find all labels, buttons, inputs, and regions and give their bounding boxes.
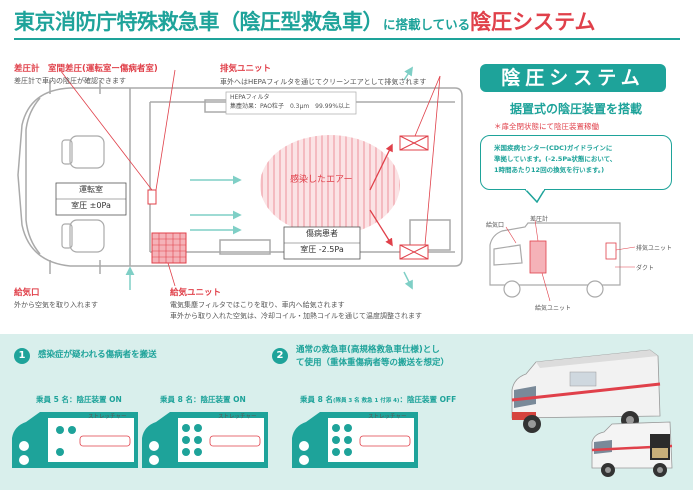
step-2-text-line2: て使用（重体重傷病者等の搬送を想定）: [296, 358, 450, 368]
ambulance-side-view: [489, 219, 636, 302]
case-1-vehicle: [12, 412, 138, 468]
hepa-line2: 集塵効果：PAO粒子 0.3μm 99.99%以上: [230, 103, 351, 110]
driver-room-label: 運転室: [79, 185, 103, 194]
panel-note: ＊扉全閉状態にて陰圧装置稼働: [494, 122, 599, 131]
exhaust-unit-bottom: [399, 244, 429, 260]
case-2-vehicle: [142, 412, 268, 468]
cdc-bubble-text: 米国疾病センター(CDC)ガイドラインに 準拠しています。(-2.5Pa状態にお…: [494, 144, 617, 174]
case-2-stretcher: ストレッチャー: [218, 414, 257, 420]
exhaust-arrows: [369, 143, 393, 247]
label-intake: 給気口: [14, 288, 40, 298]
panel-title: 陰圧システム: [480, 64, 666, 92]
title-main: 東京消防庁特殊救急車（陰圧型救急車）: [14, 10, 384, 34]
desc-pressure-diff: 差圧計で車内の陰圧が確認できます: [14, 77, 126, 85]
title-rule: [14, 38, 680, 40]
desc-supply-2: 車外から取り入れた空気は、冷却コイル・加熱コイルを通じて温度調整されます: [170, 312, 422, 320]
airflow-arrows: [125, 66, 413, 290]
side-gauge-label: 差圧計: [530, 216, 549, 223]
leader-lines: [59, 69, 441, 287]
pressure-gauge: [147, 189, 157, 205]
side-exhaust-label: 排気ユニット: [636, 245, 673, 252]
case-3-vehicle: [292, 412, 418, 468]
step-2-number: 2: [272, 348, 288, 364]
label-pressure-diff: 差圧計 室間差圧(運転室ー傷病者室): [14, 64, 158, 74]
desc-intake: 外から空気を取り入れます: [14, 301, 98, 309]
label-supply-unit: 給気ユニット: [170, 288, 222, 298]
side-duct-label: ダクト: [636, 265, 655, 272]
label-exhaust-unit: 排気ユニット: [220, 64, 272, 74]
contaminated-air-zone: [260, 135, 400, 235]
contaminated-air-label: 感染したエアー: [290, 175, 353, 185]
patient-room-pressure: 室圧 -2.5Pa: [300, 245, 344, 254]
step-2-text-line1: 通常の救急車(高規格救急車仕様)とし: [296, 345, 440, 355]
title-accent: 陰圧システム: [470, 10, 596, 34]
patient-room-label: 傷病患者: [306, 229, 338, 238]
ambulance-floorplan-diagram: [17, 66, 463, 290]
hepa-info-box: [225, 91, 357, 115]
step-1-text: 感染症が疑われる傷病者を搬送: [38, 350, 157, 360]
desc-exhaust-unit: 車外へはHEPAフィルタを通じてクリーンエアとして排気されます: [220, 78, 427, 86]
desc-supply-1: 電気集塵フィルタでほこりを取り、車内へ給気されます: [170, 301, 345, 309]
case-1-label: 乗員 5 名：陰圧装置 ON: [36, 395, 122, 404]
case-2-label: 乗員 8 名：陰圧装置 ON: [160, 395, 246, 404]
page-title: 東京消防庁特殊救急車（陰圧型救急車）に搭載している陰圧システム: [14, 6, 684, 36]
cdc-bubble: [480, 135, 672, 190]
ambulance-photo-illustration: [511, 349, 673, 477]
vehicle-outline: [17, 80, 463, 274]
title-connector: に搭載している: [383, 17, 471, 32]
side-supply-label: 給気ユニット: [535, 305, 572, 312]
exhaust-unit-top: [399, 135, 429, 151]
large-ambulance: [511, 349, 661, 433]
case-1-stretcher: ストレッチャー: [88, 414, 127, 420]
case-3-label: 乗員 8 名(隊員 3 名 救急 1 付添 4)：陰圧装置 OFF: [300, 395, 457, 404]
driver-seats: [61, 135, 105, 253]
hepa-line1: HEPAフィルタ: [230, 94, 270, 101]
side-intake-label: 給気口: [486, 222, 505, 229]
supply-unit-block: [151, 232, 187, 264]
driver-room-pressure: 室圧 ±0Pa: [71, 201, 111, 210]
case-3-stretcher: ストレッチャー: [368, 414, 407, 420]
bubble-tail: [525, 189, 546, 203]
small-ambulance: [591, 421, 673, 477]
panel-subtitle: 据置式の陰圧装置を搭載: [509, 102, 642, 116]
step-1-number: 1: [14, 348, 30, 364]
